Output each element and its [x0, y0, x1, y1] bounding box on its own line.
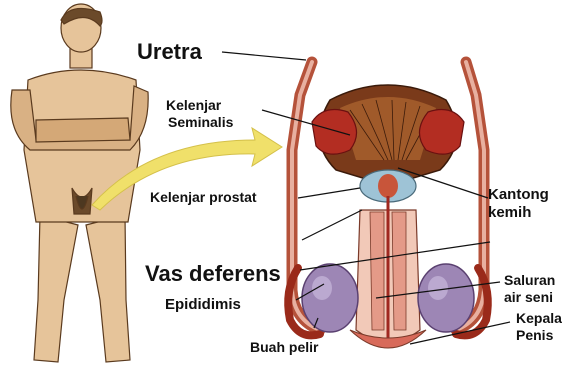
label-saluran-air-seni-line2: air seni — [504, 290, 553, 305]
label-kelenjar-seminalis-line2: Seminalis — [168, 115, 233, 130]
label-saluran-air-seni-line1: Saluran — [504, 273, 555, 288]
label-kepala-penis-line1: Kepala — [516, 311, 562, 326]
label-kantong-kemih-line1: Kantong — [488, 187, 549, 204]
label-buah-pelir: Buah pelir — [250, 340, 318, 355]
label-kelenjar-prostat: Kelenjar prostat — [150, 190, 257, 205]
anatomy-diagram — [288, 62, 488, 348]
label-kantong-kemih-line2: kemih — [488, 205, 531, 222]
label-epididimis: Epididimis — [165, 297, 241, 314]
label-vas-deferens: Vas deferens — [145, 262, 281, 286]
label-kepala-penis-line2: Penis — [516, 328, 553, 343]
label-uretra: Uretra — [137, 40, 202, 64]
label-kelenjar-seminalis-line1: Kelenjar — [166, 98, 221, 113]
